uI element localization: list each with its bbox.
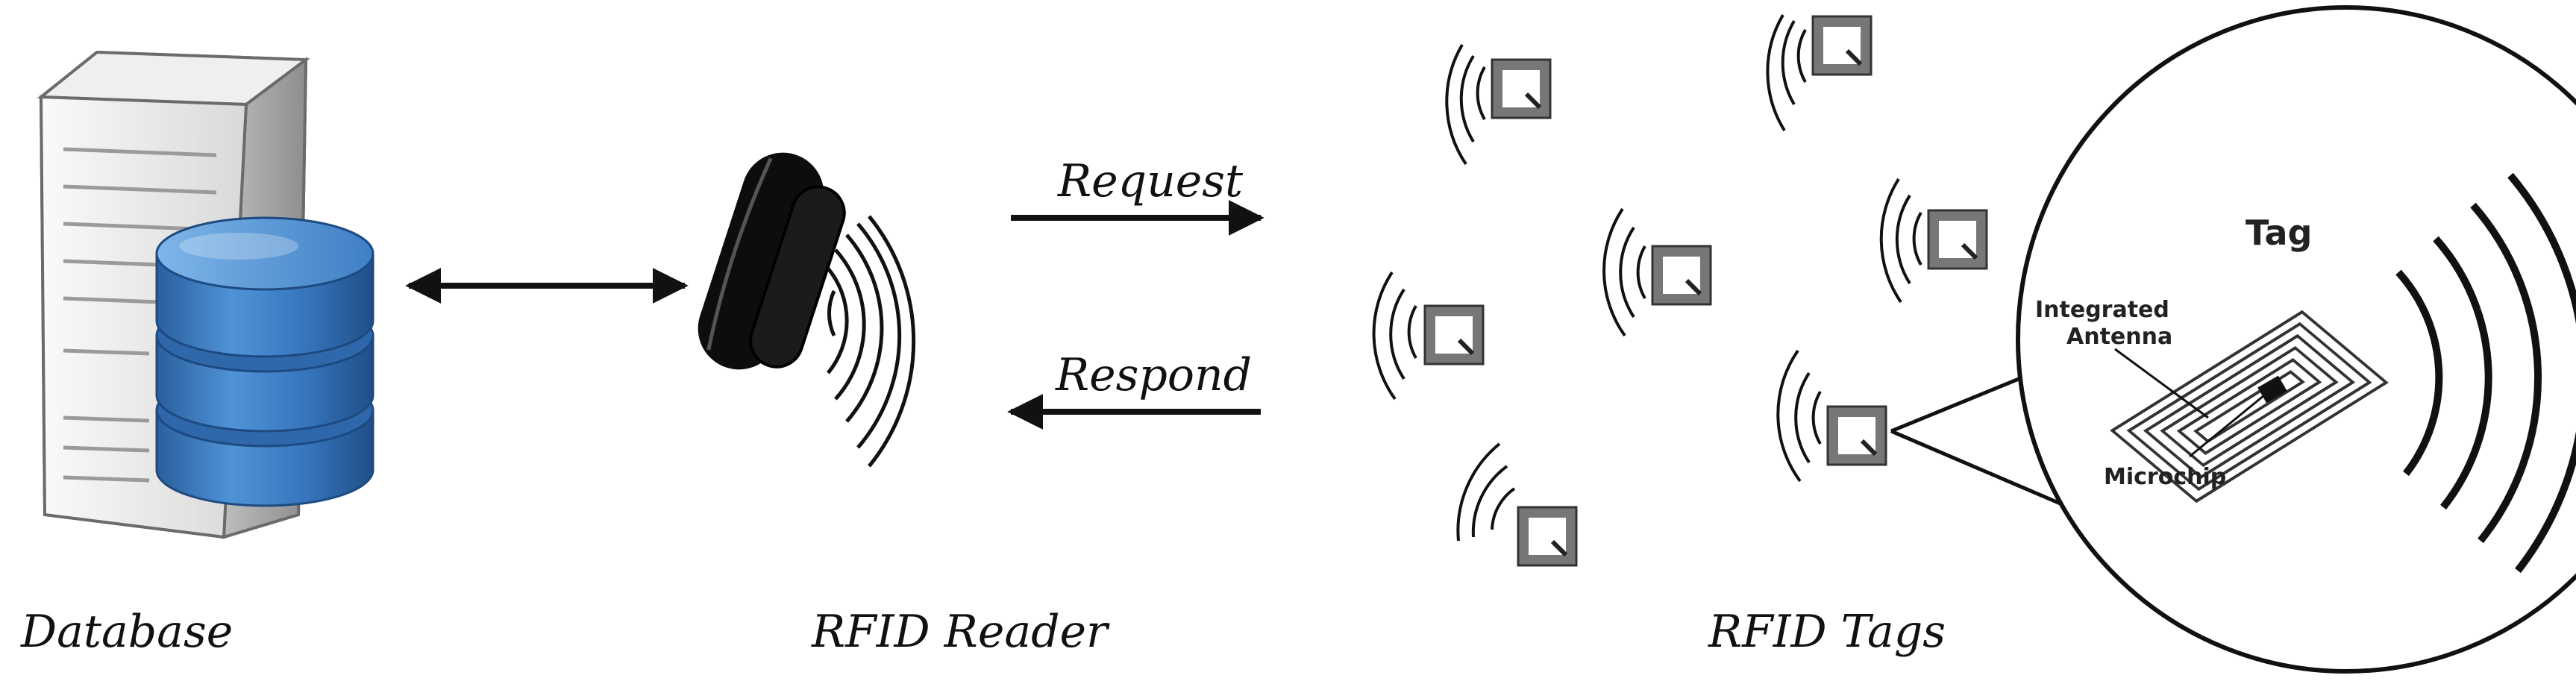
rfid-tag-icon xyxy=(1602,207,1712,337)
callout-antenna-label-line1: Integrated xyxy=(2035,297,2169,323)
rfid-tag-icon xyxy=(1372,271,1485,401)
microchip-leader-line xyxy=(2189,394,2265,458)
tag-wave-icon xyxy=(2395,172,2576,574)
rfid-reader-icon xyxy=(698,152,846,370)
callout-microchip-label: Microchip xyxy=(2104,464,2227,490)
rfid-tag-icon xyxy=(1445,43,1552,166)
tag-callout-bubble xyxy=(1890,5,2576,674)
reader-wave-icon xyxy=(827,215,916,468)
database-cylinder-icon xyxy=(155,216,375,507)
antenna-leader-line xyxy=(2114,348,2209,419)
rfid-tag-icon xyxy=(1879,178,1988,304)
microchip-icon xyxy=(2257,375,2287,404)
callout-antenna-label-line2: Antenna xyxy=(2066,324,2173,350)
rfid-tag-icon xyxy=(1766,13,1873,132)
rfid-tag-icon xyxy=(1776,349,1887,483)
tag-inlay-icon xyxy=(2110,310,2389,504)
respond-label: Respond xyxy=(1056,349,1253,401)
request-label: Request xyxy=(1058,155,1244,207)
reader-label: RFID Reader xyxy=(812,606,1108,658)
rfid-tag-icon xyxy=(1456,442,1578,567)
callout-title: Tag xyxy=(2246,213,2313,253)
tags-label: RFID Tags xyxy=(1708,606,1946,658)
database-label: Database xyxy=(21,606,234,658)
